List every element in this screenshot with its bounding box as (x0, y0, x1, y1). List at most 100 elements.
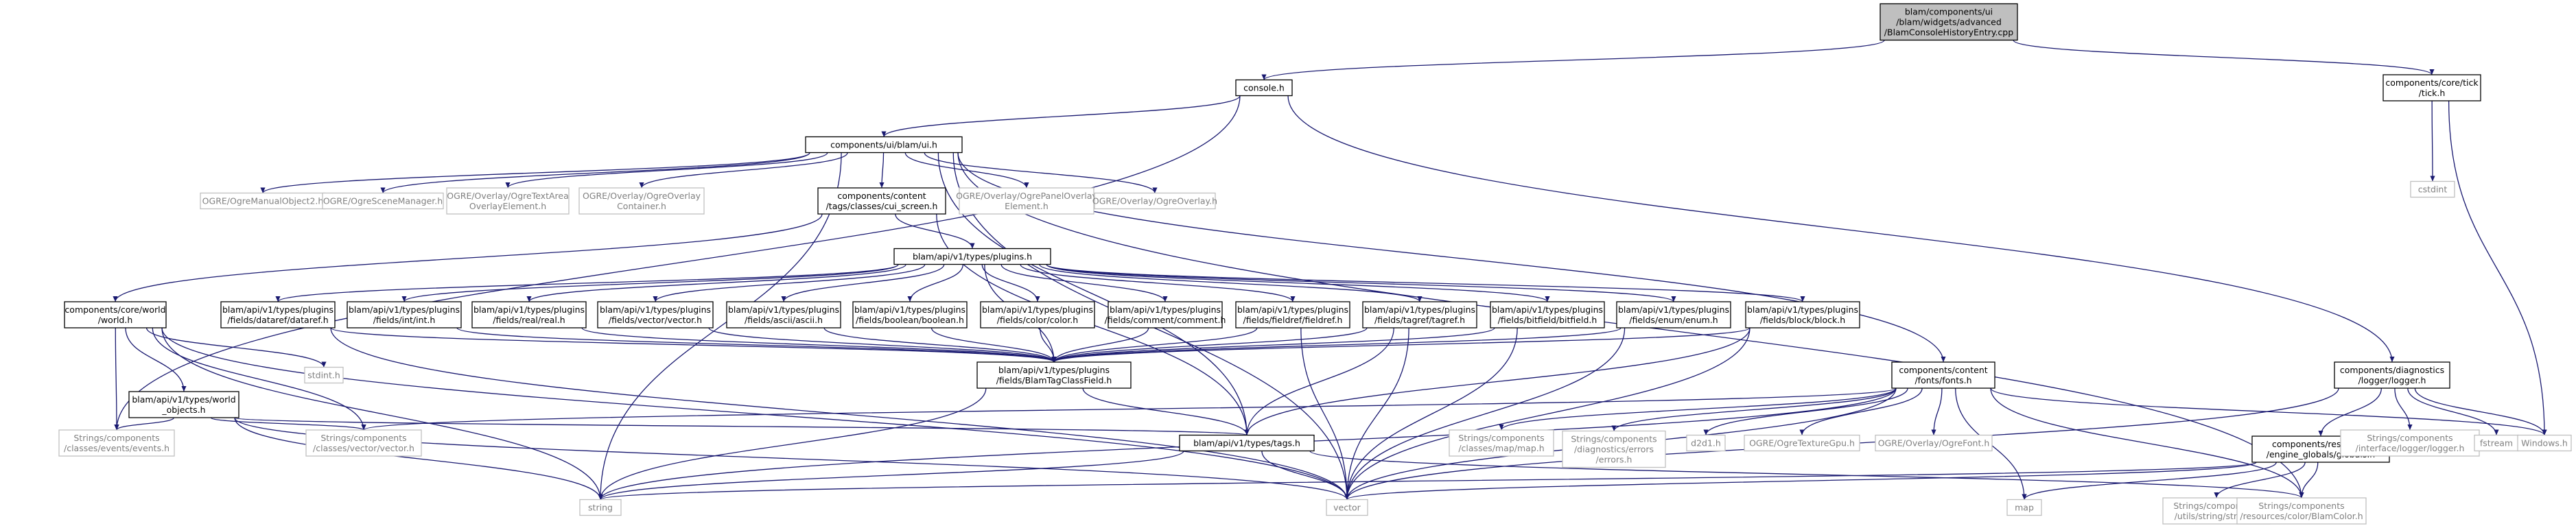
graph-node-console[interactable]: console.h (1235, 79, 1293, 97)
node-box (2382, 74, 2481, 101)
node-box (805, 136, 963, 154)
node-box (1616, 301, 1731, 328)
node-label-line: console.h (1243, 83, 1285, 93)
node-label-line: /fields/bitfield/bitfield.h (1498, 315, 1597, 325)
dependency-edge (937, 152, 1250, 435)
node-label-line: /tick.h (2419, 88, 2446, 98)
node-label-line: /tags/classes/cui_screen.h (826, 201, 938, 211)
dependency-edge (380, 152, 810, 194)
dependency-edge (361, 387, 1897, 431)
node-box (471, 301, 587, 328)
graph-node-p_dataref[interactable]: blam/api/v1/types/plugins/fields/dataref… (220, 301, 336, 328)
node-box (128, 391, 239, 418)
dependency-edge (598, 152, 842, 500)
node-label-line: blam/api/v1/types/tags.h (1193, 438, 1300, 449)
node-label-line: Strings/components (320, 433, 406, 443)
node-label-line: /fields/BlamTagClassField.h (996, 375, 1112, 385)
node-box (1875, 434, 1993, 452)
node-box (817, 187, 946, 215)
node-box (1686, 434, 1726, 452)
graph-node-root[interactable]: blam/components/ui/blam/widgets/advanced… (1880, 3, 2018, 41)
graph-node-p_bitfield[interactable]: blam/api/v1/types/plugins/fields/bitfiel… (1490, 301, 1605, 328)
graph-node-p_color[interactable]: blam/api/v1/types/plugins/fields/color/c… (980, 301, 1095, 328)
node-label-line: /interface/logger/logger.h (2356, 443, 2465, 453)
node-label-line: cstdint (2418, 184, 2448, 195)
graph-node-tags[interactable]: blam/api/v1/types/tags.h (1179, 434, 1315, 452)
graph-node-events: Strings/components/classes/events/events… (58, 429, 175, 457)
graph-node-diag_logger[interactable]: components/diagnostics/logger/logger.h (2334, 361, 2450, 389)
dependency-edge (1051, 327, 1621, 363)
graph-node-map: map (2006, 499, 2042, 516)
graph-node-p_block[interactable]: blam/api/v1/types/plugins/fields/block/b… (1745, 301, 1860, 328)
graph-node-fstream: fstream (2474, 434, 2519, 452)
node-box (1891, 361, 1995, 389)
dependency-edge (1051, 327, 1368, 363)
node-label-line: /diagnostics/errors (1574, 444, 1654, 455)
dependency-edge (330, 327, 1057, 363)
node-label-line: Element.h (1005, 201, 1049, 211)
graph-node-maph: Strings/components/classes/map/map.h (1449, 429, 1554, 457)
graph-node-cuiscreen[interactable]: components/content/tags/classes/cui_scre… (817, 187, 946, 215)
node-box (578, 187, 705, 215)
dependency-edge (1046, 263, 1550, 302)
graph-node-p_int[interactable]: blam/api/v1/types/plugins/fields/int/int… (347, 301, 462, 328)
graph-node-tick[interactable]: components/core/tick/tick.h (2382, 74, 2481, 101)
graph-node-world_objects[interactable]: blam/api/v1/types/world_objects.h (128, 391, 239, 418)
node-label-line: /fields/block/block.h (1760, 315, 1845, 325)
node-label-line: blam/api/v1/types/plugins (1492, 304, 1603, 315)
graph-node-p_enum[interactable]: blam/api/v1/types/plugins/fields/enum/en… (1616, 301, 1731, 328)
node-label-line: /world.h (98, 315, 133, 325)
node-box (959, 187, 1094, 215)
dependency-edge (639, 152, 848, 189)
dependency-edge (1020, 264, 1296, 302)
node-box (347, 301, 462, 328)
dependency-edge (1000, 264, 1168, 302)
graph-node-p_comment[interactable]: blam/api/v1/types/plugins/fields/comment… (1105, 301, 1226, 328)
dependency-edge (152, 327, 366, 431)
graph-node-p_boolean[interactable]: blam/api/v1/types/plugins/fields/boolean… (852, 301, 968, 328)
graph-node-p_fieldref[interactable]: blam/api/v1/types/plugins/fields/fieldre… (1235, 301, 1350, 328)
node-box (1744, 434, 1860, 452)
dependency-edge (1051, 327, 1149, 363)
graph-node-world[interactable]: components/core/world/world.h (64, 301, 167, 328)
node-label-line: vector (1333, 503, 1361, 513)
node-label-line: Windows.h (2521, 438, 2568, 449)
graph-node-vectorh: Strings/components/classes/vector/vector… (305, 429, 422, 457)
graph-node-texgpu: OGRE/OgreTextureGpu.h (1744, 434, 1860, 452)
dependency-edge (234, 417, 1249, 436)
graph-node-ui[interactable]: components/ui/blam/ui.h (805, 136, 963, 154)
node-box (980, 301, 1095, 328)
dependency-edge (1499, 387, 1897, 431)
graph-node-p_ascii[interactable]: blam/api/v1/types/plugins/fields/ascii/a… (726, 301, 841, 328)
node-label-line: /classes/map/map.h (1458, 443, 1544, 453)
graph-node-fonts[interactable]: components/content/fonts/fonts.h (1891, 361, 1995, 389)
dependency-edge (145, 327, 327, 368)
graph-node-d2d1: d2d1.h (1686, 434, 1726, 452)
node-label-line: /BlamConsoleHistoryEntry.cpp (1884, 27, 2013, 38)
dependency-edge (598, 387, 987, 500)
node-box (1490, 301, 1605, 328)
dependency-edge (581, 327, 1057, 363)
node-label-line: blam/api/v1/types/plugins (728, 304, 839, 315)
dependency-edge (210, 417, 366, 431)
dependency-edge (234, 417, 1350, 500)
node-label-line: blam/api/v1/types/plugins (1747, 304, 1858, 315)
dependency-edge (1244, 327, 1394, 435)
dependency-edge (2299, 462, 2319, 499)
graph-node-tagclassfield[interactable]: blam/api/v1/types/plugins/fields/BlamTag… (976, 361, 1132, 389)
graph-node-p_vector[interactable]: blam/api/v1/types/plugins/fields/vector/… (597, 301, 714, 328)
dependency-edge (598, 462, 2257, 501)
node-label-line: blam/api/v1/types/world (132, 394, 235, 405)
node-label-line: blam/api/v1/types/plugins (600, 304, 711, 315)
graph-node-blamcolor: Strings/components/resources/color/BlamC… (2236, 497, 2367, 525)
dependency-edge (2214, 462, 2306, 499)
node-box (2236, 497, 2367, 525)
graph-node-p_real[interactable]: blam/api/v1/types/plugins/fields/real/re… (471, 301, 587, 328)
graph-node-plugins[interactable]: blam/api/v1/types/plugins.h (893, 248, 1051, 265)
node-label-line: /fields/enum/enum.h (1629, 315, 1718, 325)
node-label-line: Container.h (617, 201, 666, 211)
dependency-edge (1051, 327, 1495, 363)
graph-node-stdint: stdint.h (304, 366, 344, 384)
node-label-line: OGRE/OgreManualObject2.h (202, 196, 324, 206)
graph-node-p_tagref[interactable]: blam/api/v1/types/plugins/fields/tagref/… (1362, 301, 1477, 328)
